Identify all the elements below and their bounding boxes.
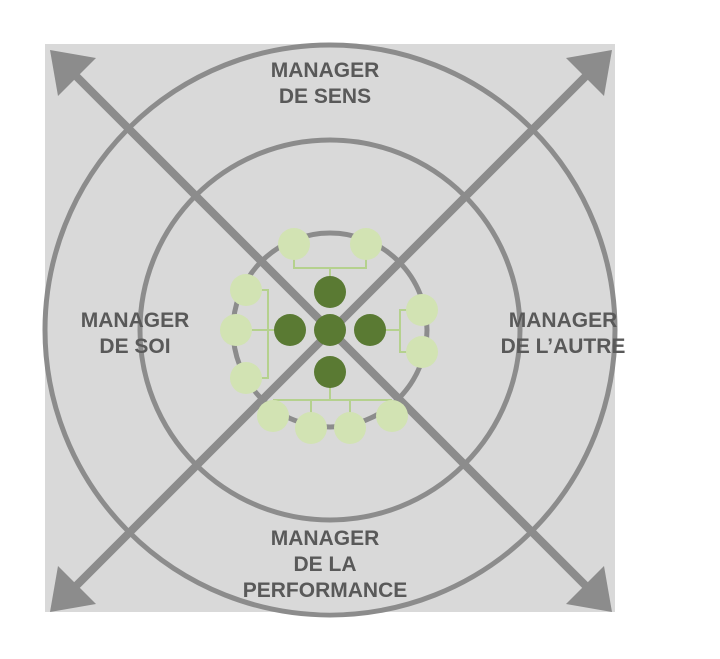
- arrowhead-bottom-right-icon: [566, 566, 612, 612]
- node-dark-center: [314, 314, 346, 346]
- label-manager-de-la-performance: MANAGER DE LA PERFORMANCE: [225, 526, 425, 604]
- outer-circle: [42, 42, 618, 618]
- label-left-line2: DE SOI: [99, 335, 171, 358]
- node-light-top-1: [278, 228, 310, 260]
- arrowheads: [50, 50, 612, 612]
- node-light-left-1: [230, 274, 262, 306]
- node-dark-left: [274, 314, 306, 346]
- node-light-bottom-3: [334, 412, 366, 444]
- arrowhead-bottom-left-icon: [50, 566, 96, 612]
- light-nodes: [220, 228, 438, 444]
- node-dark-top: [314, 276, 346, 308]
- node-light-left-3: [230, 362, 262, 394]
- node-light-right-2: [406, 336, 438, 368]
- label-top-line1: MANAGER: [270, 59, 380, 82]
- label-left-line1: MANAGER: [80, 309, 190, 332]
- arrowhead-top-left-icon: [50, 50, 96, 96]
- node-dark-bottom: [314, 356, 346, 388]
- label-manager-de-soi: MANAGER DE SOI: [60, 308, 210, 360]
- node-light-left-2: [220, 314, 252, 346]
- arrowhead-top-right-icon: [566, 50, 612, 96]
- node-light-bottom-2: [295, 412, 327, 444]
- node-light-bottom-4: [376, 400, 408, 432]
- middle-circle: [137, 137, 523, 523]
- label-manager-de-sens: MANAGER DE SENS: [230, 58, 420, 110]
- node-light-right-1: [406, 294, 438, 326]
- label-right-line2: DE L’AUTRE: [500, 335, 626, 358]
- node-dark-right: [354, 314, 386, 346]
- label-right-line1: MANAGER: [508, 309, 618, 332]
- label-bottom-line2: DE LA: [293, 553, 357, 576]
- node-light-bottom-1: [257, 400, 289, 432]
- label-top-line2: DE SENS: [278, 85, 372, 108]
- dark-nodes: [274, 276, 386, 388]
- label-bottom-line1: MANAGER: [270, 527, 380, 550]
- label-manager-de-lautre: MANAGER DE L’AUTRE: [478, 308, 648, 360]
- label-bottom-line3: PERFORMANCE: [242, 579, 408, 602]
- node-light-top-2: [350, 228, 382, 260]
